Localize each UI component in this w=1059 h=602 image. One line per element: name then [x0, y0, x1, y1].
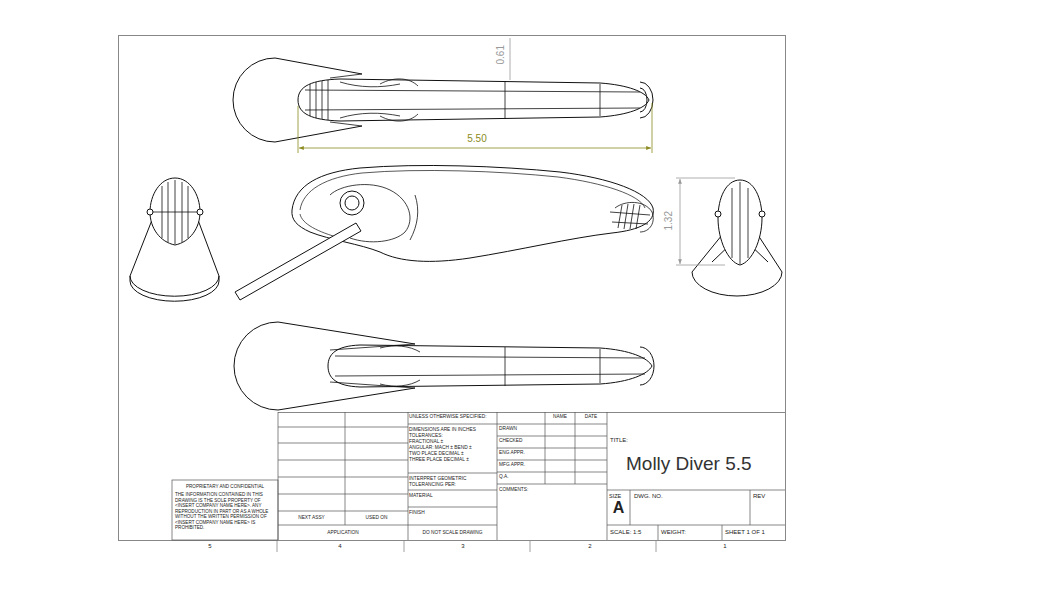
body-detail [330, 344, 645, 388]
title-block-text: NAME [545, 414, 575, 420]
revision-grid [278, 412, 408, 525]
head-detail [330, 74, 418, 126]
title-block-text: REV [753, 493, 783, 500]
extension-line [298, 103, 652, 153]
title-block-text: DRAWN [499, 426, 544, 432]
rear-view [692, 180, 782, 296]
lure-body [328, 345, 652, 387]
dimension-value: 1.32 [663, 211, 675, 230]
zone-number: 3 [453, 543, 473, 550]
drawing-title: Molly Diver 5.5 [626, 453, 752, 475]
title-block-text: TITLE: [610, 437, 670, 444]
title-block-text: CHECKED [499, 438, 544, 444]
lure-body [298, 79, 649, 121]
proprietary-box [172, 480, 278, 540]
title-block-text: SCALE: 1:5 [610, 529, 656, 536]
title-block [172, 412, 785, 540]
zone-number: 5 [200, 543, 220, 550]
tail-ring [640, 347, 654, 385]
title-block-text: Q.A. [499, 474, 544, 480]
dimension-value: 0.61 [495, 45, 507, 64]
side-view [235, 165, 653, 300]
title-block-text: TWO PLACE DECIMAL ± [409, 451, 496, 457]
zone-number: 4 [330, 543, 350, 550]
tolerance-grid [408, 424, 497, 525]
eye [340, 191, 364, 215]
title-grid [607, 490, 785, 540]
body-detail [148, 180, 202, 244]
title-block-text: FINISH [409, 510, 495, 516]
title-block-text: APPLICATION [278, 530, 408, 536]
title-block-text: ENG APPR. [499, 450, 544, 456]
title-block-text: FRACTIONAL ± [409, 439, 496, 445]
title-block-frame [278, 412, 785, 540]
dimension-line [299, 148, 651, 149]
body-detail [732, 182, 748, 264]
title-block-text: TOLERANCES: [409, 433, 496, 439]
title-block-text: SIZE [609, 493, 629, 499]
title-block-text: UNLESS OTHERWISE SPECIFIED: [409, 414, 496, 420]
title-block-text: WEIGHT: [661, 529, 719, 536]
title-block-text: DATE [575, 414, 607, 420]
bottom-view [234, 322, 654, 410]
title-block-text: MFG APPR. [499, 462, 544, 468]
eye [715, 211, 721, 217]
zone-number: 1 [715, 543, 735, 550]
title-block-text: COMMENTS: [499, 487, 599, 493]
body-detail [305, 80, 640, 120]
tail-ring [640, 82, 653, 118]
title-block-text: ANGULAR: MACH ± BEND ± [409, 445, 496, 451]
title-block-text: DIMENSIONS ARE IN INCHES [409, 427, 496, 433]
dimension-line [510, 38, 511, 80]
dimension-value: 5.50 [467, 133, 486, 145]
eye [147, 209, 153, 215]
title-block-text: PROPRIETARY AND CONFIDENTIAL [172, 484, 278, 489]
title-block-text: SHEET 1 OF 1 [725, 529, 783, 536]
eye [345, 196, 359, 210]
zone-tick [277, 540, 656, 552]
dimension-5-50 [298, 103, 652, 153]
eye [759, 211, 765, 217]
title-block-text: THREE PLACE DECIMAL ± [409, 457, 496, 463]
zone-number: 2 [580, 543, 600, 550]
title-block-text: DO NOT SCALE DRAWING [408, 530, 497, 536]
title-block-text: NEXT ASSY [278, 515, 345, 521]
title-block-text: MATERIAL [409, 493, 495, 499]
dimension-line [680, 179, 681, 264]
sheet-border [119, 36, 786, 541]
eye [197, 209, 203, 215]
front-view [130, 178, 219, 301]
dimension-1-32 [676, 178, 735, 265]
approval-grid [497, 412, 607, 484]
tail-eyelet [610, 202, 653, 232]
title-block-text: DWG. NO. [634, 493, 694, 500]
title-block-text: THE INFORMATION CONTAINED IN THIS DRAWIN… [175, 492, 275, 531]
lure-body [718, 180, 762, 265]
title-block-text: INTERPRET GEOMETRIC TOLERANCING PER: [409, 476, 495, 488]
top-view [233, 58, 653, 142]
extension-line [676, 178, 735, 265]
lure-body [292, 165, 653, 261]
title-block-text: USED ON [345, 515, 408, 521]
lure-lip [235, 223, 361, 300]
sheet-size: A [607, 499, 630, 517]
